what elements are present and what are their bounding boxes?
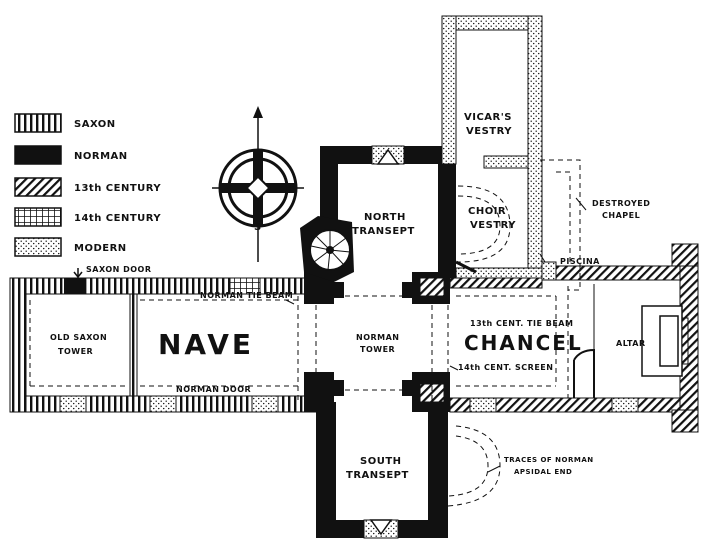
label-north-transept-2: TRANSEPT: [352, 226, 415, 237]
wall-north-transept-east: [438, 146, 456, 278]
label-piscina: PISCINA: [560, 257, 600, 266]
wall-vestry-east: [527, 15, 543, 279]
label-nave: NAVE: [158, 328, 254, 361]
label-norman-tower-1: NORMAN: [356, 333, 400, 342]
room-labels: VICAR'S VESTRY NORTH TRANSEPT CHOIR VEST…: [50, 112, 646, 481]
choir-apse-curve: [455, 260, 477, 274]
wall-vestry-north: [441, 15, 543, 31]
wall-vestry-divider: [483, 155, 529, 169]
walls: [9, 15, 699, 539]
label-norman-door: NORMAN DOOR: [176, 385, 251, 394]
legend-swatch-modern: [14, 237, 62, 257]
legend-item-14th-century: 14th CENTURY: [14, 207, 161, 227]
dashed-lines: [29, 159, 581, 507]
label-saxon-door: SAXON DOOR: [86, 265, 152, 274]
legend-item-13th-century: 13th CENTURY: [14, 177, 161, 197]
wall-south-transept-east: [428, 402, 448, 538]
label-south-transept-2: TRANSEPT: [346, 470, 409, 481]
wall-south-transept-west: [316, 402, 336, 538]
legend-swatch-14th-century: [14, 207, 62, 227]
wall-saxon-west: [9, 277, 27, 413]
saxon-door-block: [64, 278, 86, 294]
wall-chancel-north-west: [449, 277, 543, 289]
label-apsidal-1: TRACES OF NORMAN: [504, 456, 594, 464]
legend-label-norman: NORMAN: [74, 151, 128, 162]
label-destroyed-chapel-2: CHAPEL: [602, 211, 640, 220]
legend-label-13th-century: 13th CENTURY: [74, 183, 161, 194]
label-chancel: CHANCEL: [464, 331, 583, 355]
label-destroyed-chapel-1: DESTROYED: [592, 199, 650, 208]
spiral-stair-icon: [300, 216, 354, 282]
label-vicars-vestry-2: VESTRY: [466, 126, 512, 137]
legend-swatch-norman: [14, 145, 62, 165]
legend-swatch-13th-century: [14, 177, 62, 197]
altar: [641, 305, 689, 377]
label-north-transept-1: NORTH: [364, 212, 406, 223]
annotation-labels: SAXON DOOR NORMAN TIE BEAM NORMAN DOOR 1…: [86, 199, 650, 476]
legend-swatch-saxon: [14, 113, 62, 133]
label-norman-tower-2: TOWER: [360, 345, 395, 354]
compass-e: E: [286, 184, 292, 193]
piscina-block: [541, 261, 557, 281]
label-old-saxon-tower-2: TOWER: [58, 347, 93, 356]
leader-lines: [285, 197, 587, 473]
c13-pier-ne: [419, 277, 445, 297]
compass-n: N: [253, 158, 262, 169]
wall-saxon-tower-divider: [129, 293, 138, 397]
label-altar: ALTAR: [616, 339, 646, 348]
legend-item-modern: MODERN: [14, 237, 127, 257]
legend-item-norman: NORMAN: [14, 145, 128, 165]
label-vicars-vestry-1: VICAR'S: [464, 112, 512, 123]
legend-label-14th-century: 14th CENTURY: [74, 213, 161, 224]
compass-w: W: [223, 184, 232, 193]
altar-rail: [573, 348, 595, 398]
legend: SAXON NORMAN 13th CENTURY 14th CENTURY M…: [14, 113, 161, 257]
label-13th-cent-tie-beam: 13th CENT. TIE BEAM: [470, 319, 573, 328]
label-14th-cent-screen: 14th CENT. SCREEN: [458, 363, 553, 372]
label-choir-vestry-1: CHOIR: [468, 206, 506, 217]
wall-chancel-north: [555, 265, 683, 281]
legend-label-modern: MODERN: [74, 243, 127, 254]
label-norman-tie-beam: NORMAN TIE BEAM: [200, 291, 293, 300]
compass-rose-icon: N S E W: [212, 106, 304, 262]
compass-s: S: [254, 222, 262, 233]
wall-vestry-west: [441, 15, 457, 165]
label-apsidal-2: APSIDAL END: [514, 468, 572, 476]
label-old-saxon-tower-1: OLD SAXON: [50, 333, 107, 342]
legend-label-saxon: SAXON: [74, 119, 116, 130]
label-choir-vestry-2: VESTRY: [470, 220, 516, 231]
legend-item-saxon: SAXON: [14, 113, 116, 133]
label-south-transept-1: SOUTH: [360, 456, 402, 467]
